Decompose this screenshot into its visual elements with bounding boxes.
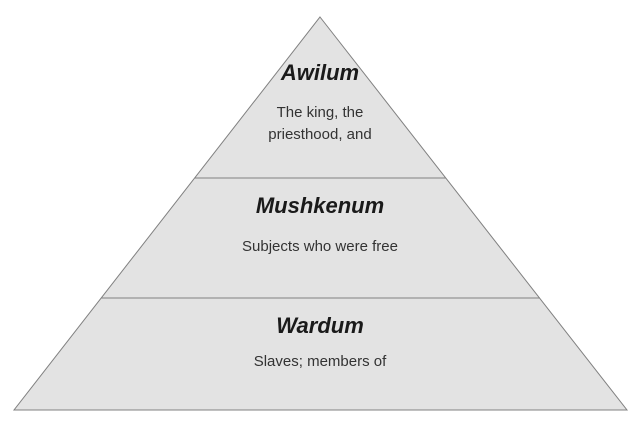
tier-3-title: Wardum (276, 313, 364, 338)
tier-2-description-line-1: Subjects who were free (242, 238, 398, 255)
pyramid-shape (14, 17, 627, 410)
tier-1-description-line-1: The king, the (277, 104, 364, 121)
tier-1-title: Awilum (280, 60, 359, 85)
tier-2-title: Mushkenum (256, 193, 384, 218)
tier-3-description-line-1: Slaves; members of (254, 353, 387, 370)
tier-1-description-line-2: priesthood, and (268, 126, 371, 143)
pyramid-outline (12, 16, 629, 411)
